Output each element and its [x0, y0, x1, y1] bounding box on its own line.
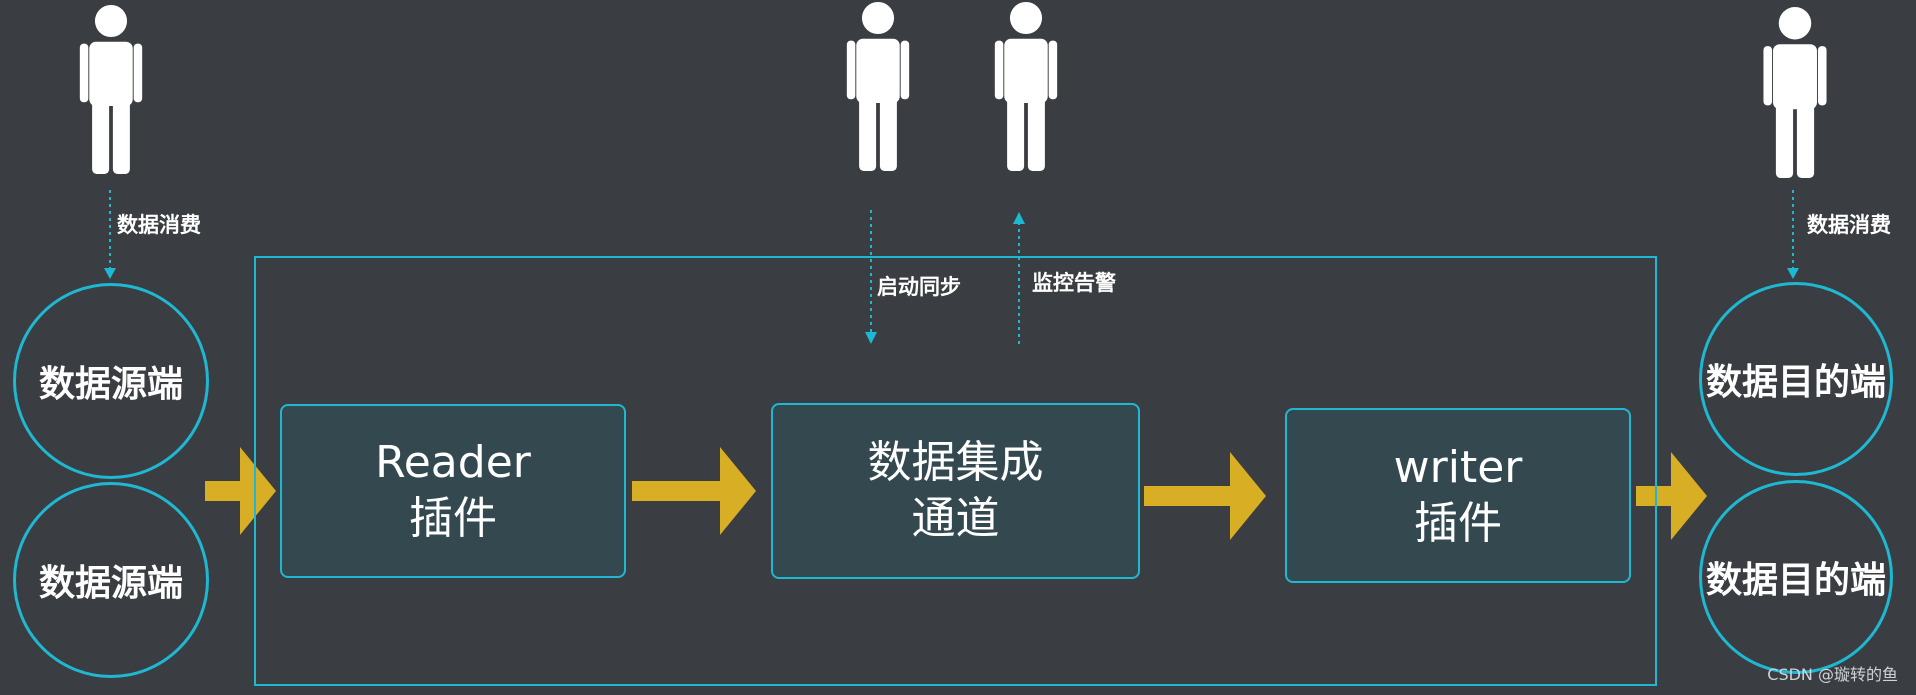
writer-plugin-subtitle: 插件	[1414, 497, 1502, 549]
flow-arrow-writer-target	[1636, 452, 1707, 540]
source-node: 数据源端	[13, 283, 209, 479]
person-icon	[1763, 6, 1827, 178]
integration-channel-subtitle: 通道	[911, 493, 1000, 544]
source-node: 数据源端	[13, 482, 209, 678]
person-icon	[994, 1, 1058, 171]
watermark: CSDN @璇转的鱼	[1767, 665, 1898, 684]
target-node-label: 数据目的端	[1705, 560, 1886, 601]
source-consume-label: 数据消费	[117, 213, 201, 237]
target-node: 数据目的端	[1699, 282, 1893, 476]
target-node-label: 数据目的端	[1705, 362, 1886, 403]
integration-channel-box: 数据集成 通道	[771, 403, 1140, 579]
target-node: 数据目的端	[1699, 480, 1893, 674]
source-node-label: 数据源端	[38, 563, 183, 604]
flow-arrow-channel-writer	[1144, 452, 1266, 540]
reader-plugin-box: Reader 插件	[280, 404, 626, 578]
monitor-alert-label: 监控告警	[1032, 271, 1116, 295]
source-node-label: 数据源端	[38, 364, 183, 405]
target-consume-label: 数据消费	[1807, 213, 1891, 237]
integration-channel-title: 数据集成	[867, 437, 1044, 488]
source-consume-connector	[104, 190, 116, 279]
start-sync-connector	[865, 210, 877, 344]
flow-arrow-source-reader	[205, 447, 276, 535]
reader-plugin-title: Reader	[375, 437, 531, 488]
monitor-alert-connector	[1013, 212, 1025, 346]
start-sync-label: 启动同步	[877, 275, 961, 299]
person-icon	[79, 4, 143, 174]
target-consume-connector	[1787, 190, 1799, 279]
flow-arrow-reader-channel	[632, 447, 756, 535]
person-icon	[846, 1, 910, 171]
writer-plugin-box: writer 插件	[1285, 408, 1631, 583]
reader-plugin-subtitle: 插件	[409, 493, 497, 544]
pipeline-boundary	[254, 256, 1657, 686]
writer-plugin-title: writer	[1393, 441, 1523, 493]
